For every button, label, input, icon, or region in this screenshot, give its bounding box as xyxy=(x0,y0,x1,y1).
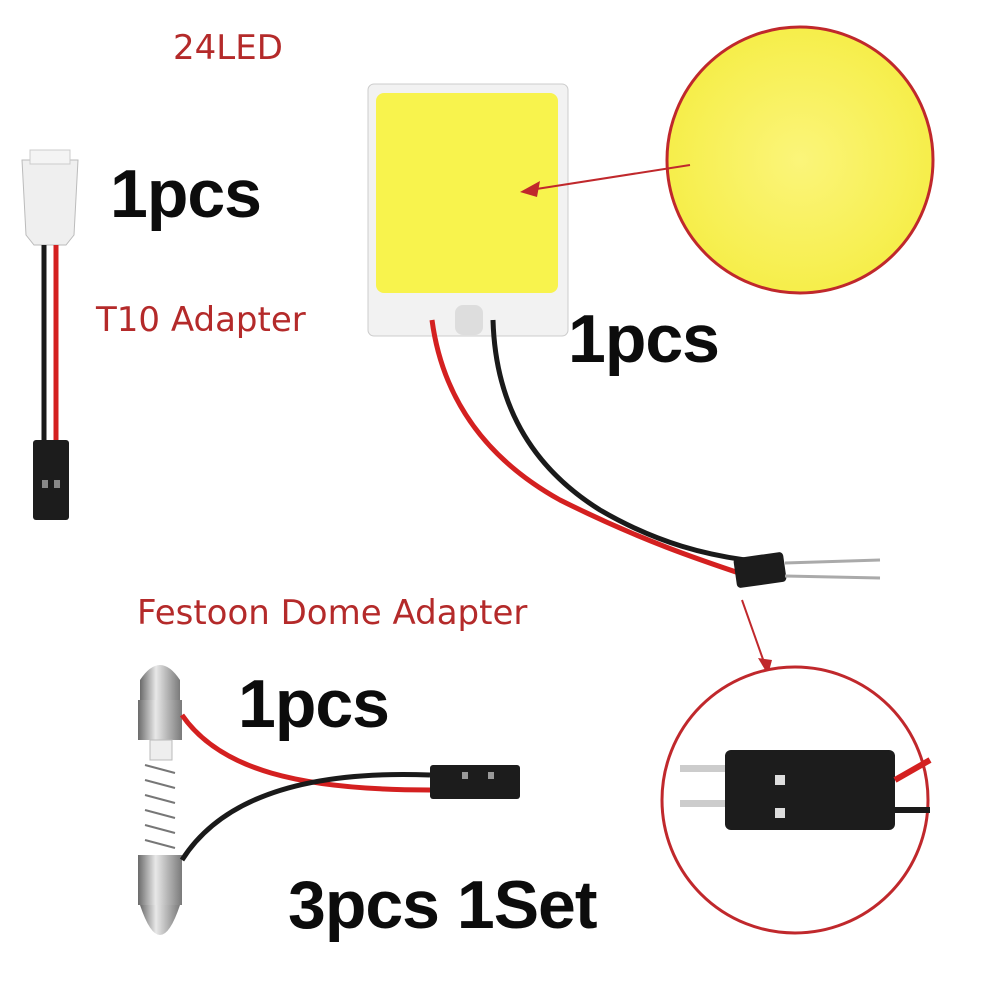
panel-quantity: 1pcs xyxy=(568,301,720,377)
set-total-quantity: 3pcs 1Set xyxy=(288,867,598,943)
t10-quantity: 1pcs xyxy=(110,156,262,232)
festoon-quantity: 1pcs xyxy=(238,666,390,742)
cob-led-panel-image xyxy=(367,83,881,588)
t10-adapter-image xyxy=(21,149,79,520)
festoon-adapter-image xyxy=(138,665,520,935)
festoon-adapter-label: Festoon Dome Adapter xyxy=(137,593,528,633)
cob-surface-zoom-callout xyxy=(520,25,935,295)
t10-adapter-label: T10 Adapter xyxy=(96,300,306,340)
connector-zoom-callout xyxy=(660,599,932,935)
led-count-label: 24LED xyxy=(173,28,283,68)
